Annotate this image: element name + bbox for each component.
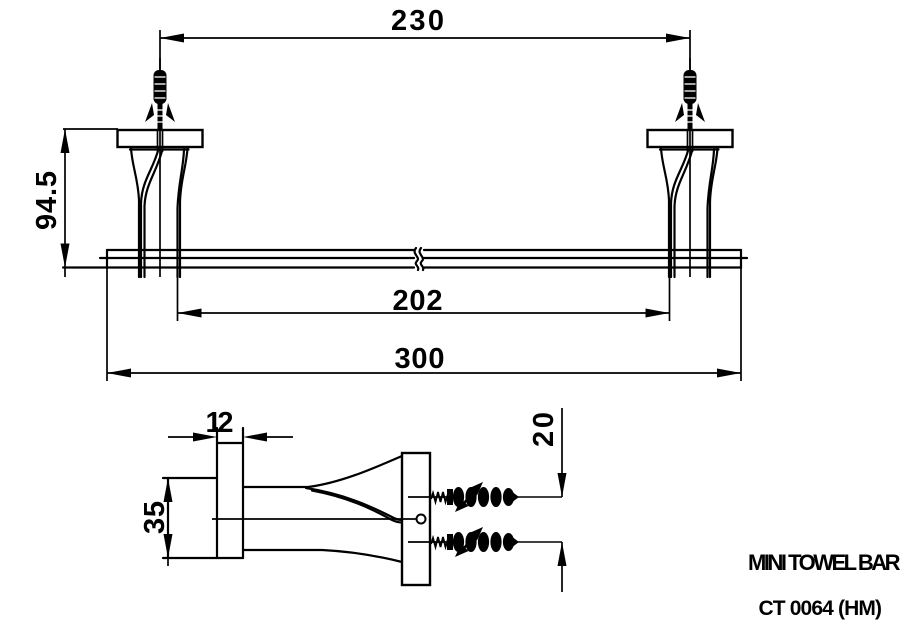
bracket-arm-side [241,454,404,564]
bracket-left [118,58,203,277]
dim-12: 12 [168,407,293,442]
dim-35-label: 35 [139,501,171,534]
dim-300: 300 [106,268,742,381]
bar-end-cap [161,476,245,560]
bar-section [215,426,245,560]
screw-hole [415,513,427,525]
product-name-label: MINI TOWEL BAR [748,550,901,575]
dim-230: 230 [159,5,691,71]
dim-20-label: 20 [528,413,560,447]
side-view: 12 35 20 [139,407,567,592]
title-block: MINI TOWEL BAR CT 0064 (HM) [748,550,901,620]
dim-12-label: 12 [206,407,233,439]
bracket-right [648,58,733,277]
dim-94-5-label: 94.5 [31,171,63,230]
dim-202: 202 [176,268,671,321]
dim-20: 20 [528,408,567,592]
dim-300-label: 300 [395,343,444,375]
product-code-label: CT 0064 (HM) [759,597,882,620]
bar-break-symbol [413,246,425,272]
dim-94-5: 94.5 [31,128,118,277]
dim-230-label: 230 [391,5,443,37]
dim-202-label: 202 [393,285,442,317]
front-view: 230 202 300 94.5 [31,5,749,381]
towel-bar [61,246,749,272]
dim-35: 35 [139,478,173,566]
